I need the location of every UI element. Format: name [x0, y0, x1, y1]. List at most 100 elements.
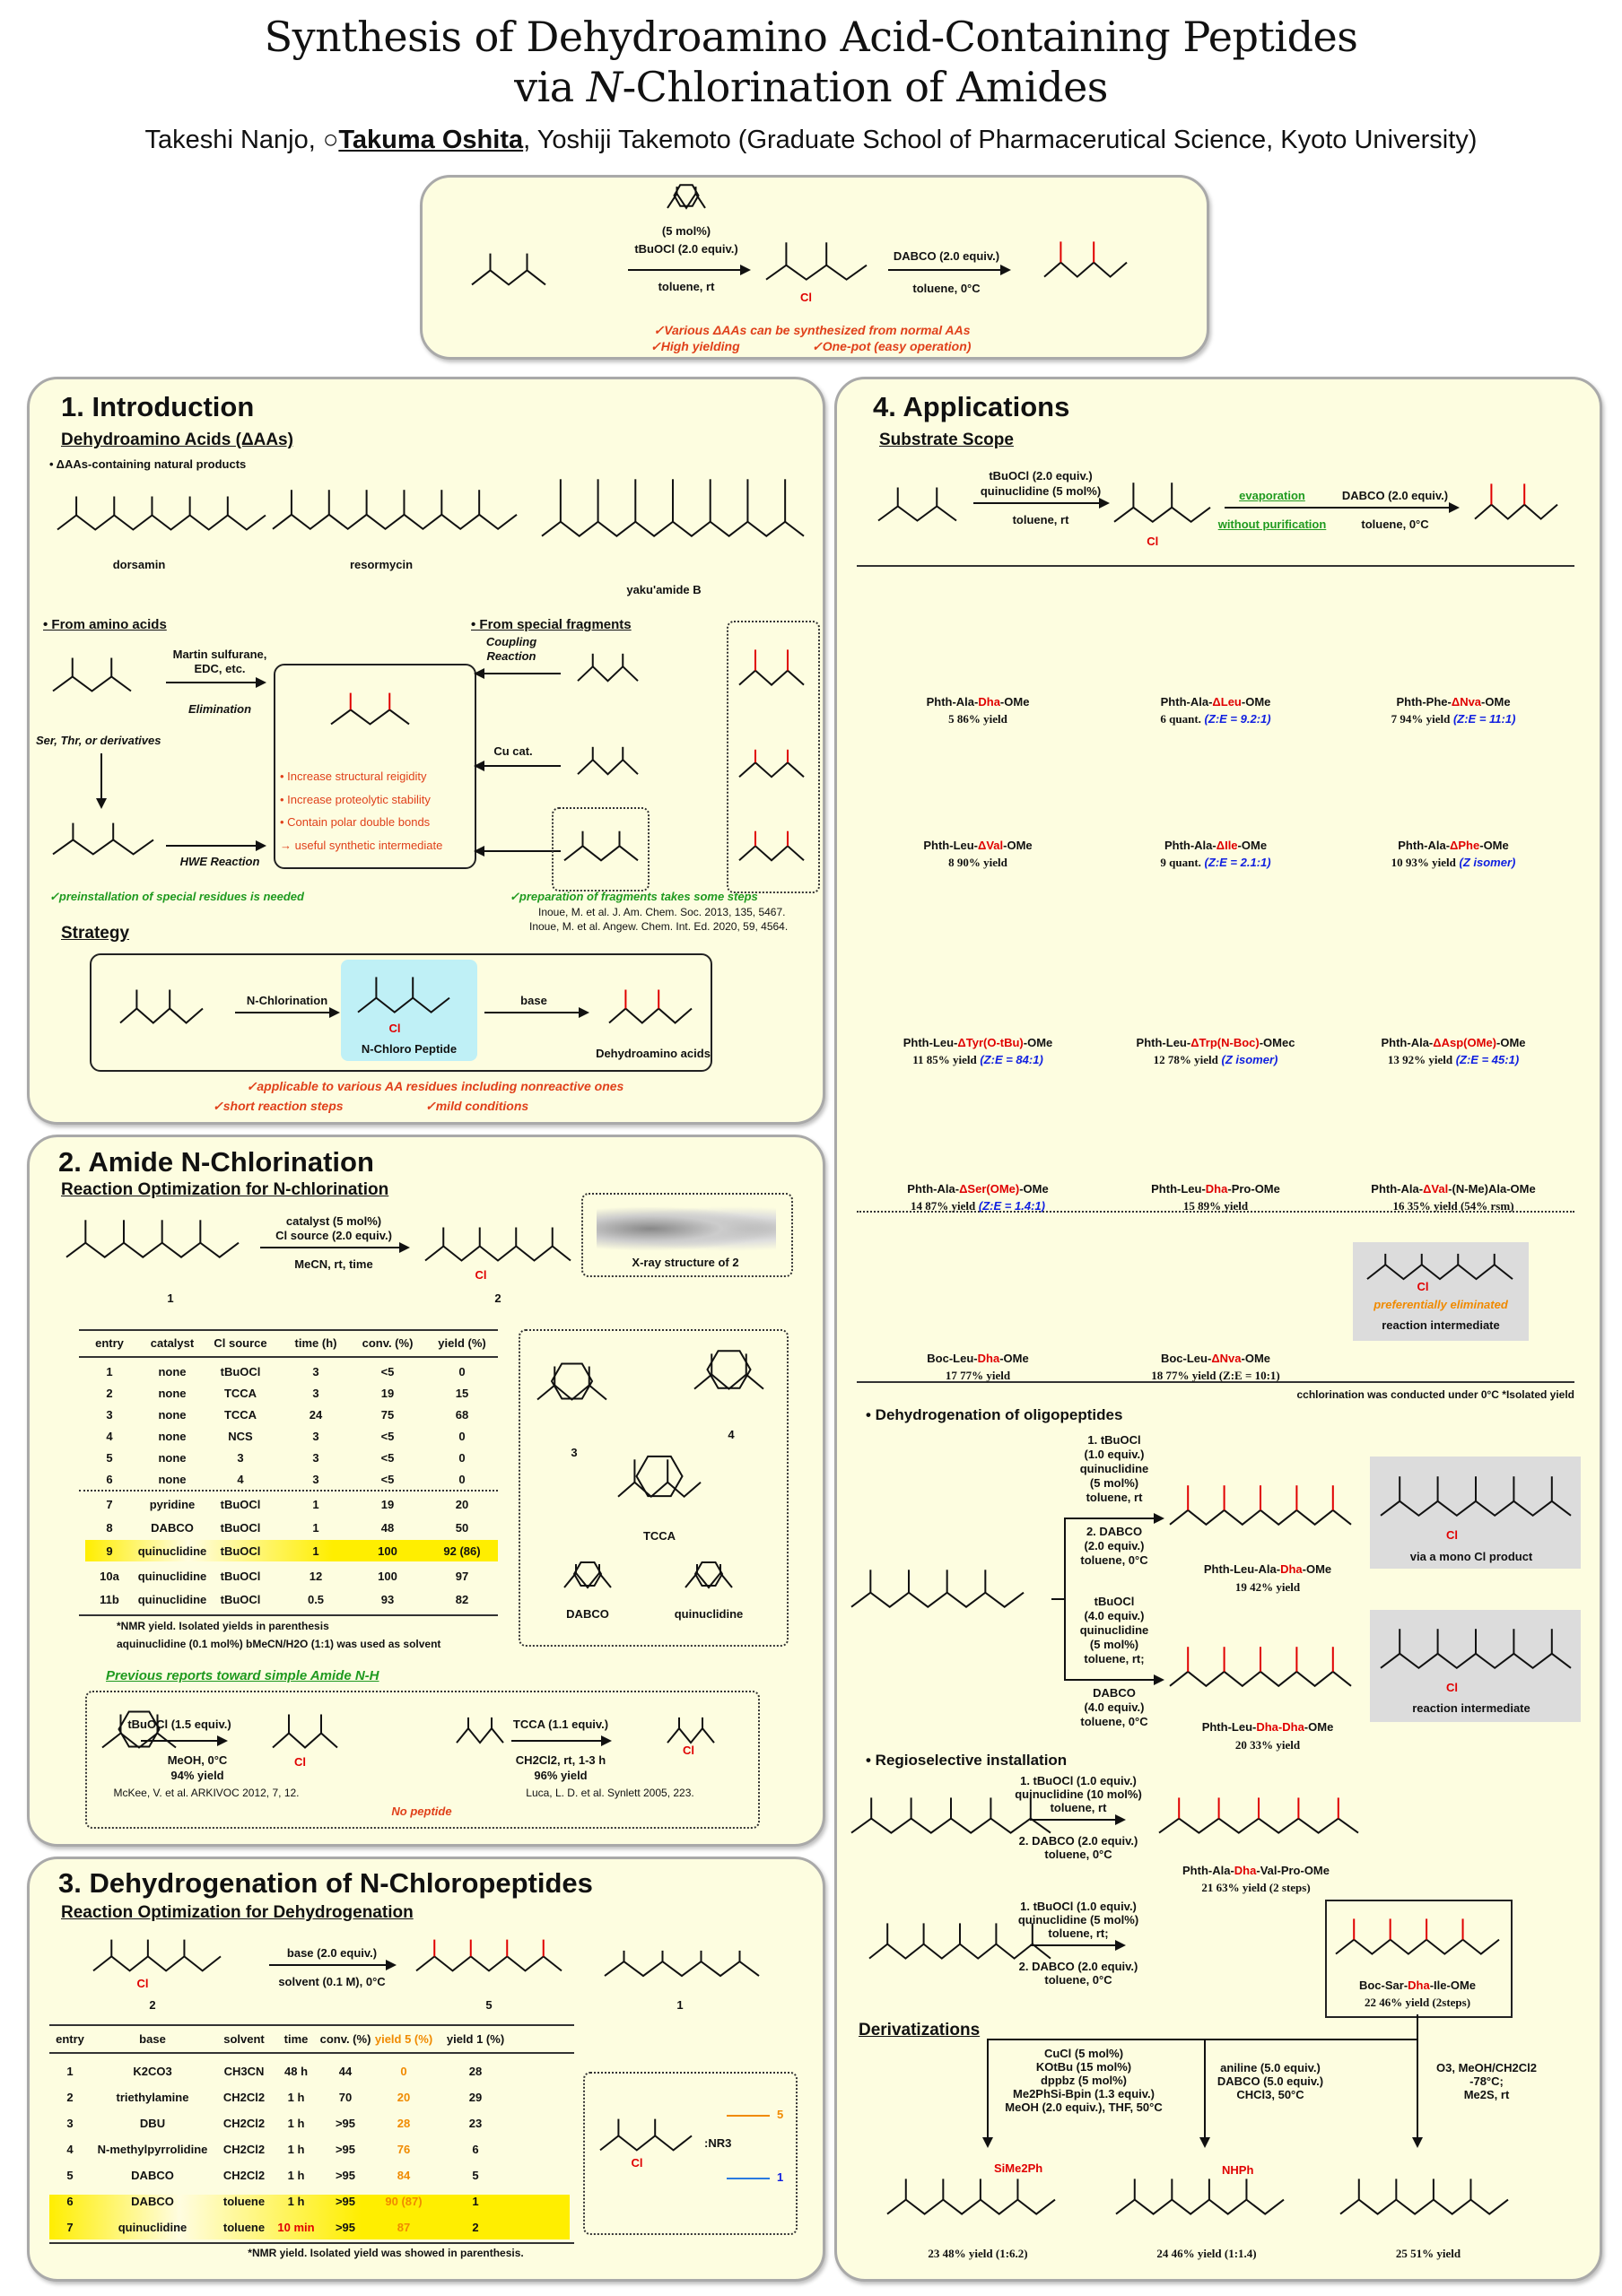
compound-yield: 25 51% yield	[1395, 2247, 1461, 2260]
condition-line: toluene, 0°C	[1080, 1715, 1148, 1728]
condition-line: toluene, 0°C	[1080, 1553, 1148, 1567]
table-cell: tBuOCl	[220, 1498, 261, 1511]
table-cell: 28	[468, 2065, 483, 2078]
column-header: yield (%)	[438, 1336, 486, 1350]
table-row-entry: 3	[106, 1408, 113, 1422]
name-part: -OMe	[999, 1352, 1029, 1365]
table-cell: none	[158, 1451, 187, 1465]
fragment-structure	[736, 740, 807, 798]
name-part: -Pro-OMe	[1227, 1182, 1280, 1196]
dehydroamino-structure	[606, 978, 695, 1049]
compound-yield: 17 77% yield	[946, 1369, 1010, 1383]
condition-line: CuCl (5 mol%)	[1043, 2047, 1124, 2060]
compound-yield: 22 46% yield (2steps)	[1364, 1996, 1471, 2009]
name-part: -OMe	[1479, 839, 1509, 852]
product-23-structure	[884, 2166, 1059, 2242]
reagent-text: (5 mol%)	[661, 224, 711, 238]
compound-22-name: Boc-Sar-Dha-Ile-OMe	[1358, 1979, 1477, 1992]
compound-21-name: Phth-Ala-Dha-Val-Pro-OMe	[1182, 1864, 1330, 1877]
compound-name: Phth-Ala-ΔSer(OMe)-OMe	[907, 1182, 1048, 1196]
dhaa-structure	[327, 682, 413, 749]
yield-text: 94% yield	[170, 1769, 224, 1782]
table-cell: 1	[312, 1521, 319, 1535]
oligo-conditions-a: 1. tBuOCl(1.0 equiv.)quinuclidine(5 mol%…	[1080, 1433, 1149, 1568]
table-cell: 28	[397, 2117, 411, 2130]
table-cell: none	[158, 1387, 187, 1400]
table-cell: tBuOCl	[220, 1521, 261, 1535]
substituent-label: SiMe2Ph	[994, 2161, 1043, 2175]
compound-name: Phth-Leu-Dha-Pro-OMe	[1151, 1182, 1280, 1196]
table-row-entry: 6	[66, 2195, 74, 2208]
reaction-arrow	[1199, 2039, 1210, 2148]
table-row-entry: 6	[106, 1473, 113, 1486]
compound-yield: 16 35% yield (54% rsm)	[1392, 1199, 1513, 1213]
reagent-text: base (2.0 equiv.)	[286, 1946, 378, 1960]
table-cell: CH2Cl2	[222, 2117, 266, 2130]
reaction-arrow	[511, 1735, 612, 1746]
table-cell: 1	[312, 1498, 319, 1511]
reagent-text: EDC, etc.	[194, 662, 246, 675]
isomer-ratio: (Z:E = 84:1)	[980, 1053, 1043, 1066]
section-title: 2. Amide N-Chlorination	[58, 1146, 374, 1178]
reaction-arrow	[628, 265, 751, 275]
name-part: Phth-Ala-	[907, 1182, 960, 1196]
section-subtitle: Strategy	[61, 924, 130, 943]
condition-line: O3, MeOH/CH2Cl2	[1436, 2061, 1537, 2074]
yield-text: 18 77% yield (Z:E = 10:1)	[1151, 1369, 1280, 1382]
modified-residue: ΔNva	[1451, 695, 1482, 709]
condition-line: 1. tBuOCl (1.0 equiv.)	[1020, 1774, 1137, 1787]
phosphonate-structure	[49, 812, 157, 879]
table-footnote: aquinuclidine (0.1 mol%) bMeCN/H2O (1:1)…	[117, 1638, 441, 1650]
compound-label: TCCA	[642, 1529, 676, 1543]
table-row-entry: 11b	[100, 1593, 119, 1606]
table-cell: 1 h	[287, 2117, 305, 2130]
highlight-point: ✓applicable to various AA residues inclu…	[246, 1079, 624, 1093]
modified-residue: ΔLeu	[1212, 695, 1242, 709]
name-part: Phth-Leu-	[1151, 1182, 1206, 1196]
table-cell: 92 (86)	[443, 1544, 481, 1558]
divider	[857, 565, 1574, 567]
table-cell: 6	[472, 2143, 479, 2156]
name-part: Phth-Ala-	[1371, 1182, 1424, 1196]
dhaa-structure	[1471, 471, 1561, 547]
branch-line	[1417, 2014, 1418, 2039]
table-cell: CH2Cl2	[222, 2143, 266, 2156]
table-cell: 19	[380, 1498, 395, 1511]
table-rule	[49, 2052, 574, 2054]
table-cell: 0.5	[307, 1593, 325, 1606]
derivatization-conditions-a: CuCl (5 mol%)KOtBu (15 mol%)dppbz (5 mol…	[1005, 2047, 1162, 2114]
section-subtitle: Derivatizations	[859, 2021, 981, 2039]
yield-text: 15 89% yield	[1182, 1199, 1249, 1213]
feature-item: → useful synthetic intermediate	[280, 838, 443, 852]
fragment-structure	[736, 637, 807, 713]
note: ✓preinstallation of special residues is …	[49, 890, 304, 903]
condition-line: (5 mol%)	[1089, 1638, 1139, 1651]
table-row-entry: 1	[106, 1365, 113, 1378]
isoxazole-amide-structure	[99, 1702, 179, 1774]
table-cell: DABCO	[151, 1521, 194, 1535]
cl-source-4-structure	[691, 1341, 767, 1417]
condition-text: toluene, rt	[658, 280, 715, 293]
resormycin-structure	[269, 475, 520, 561]
caption: Dehydroamino acids	[596, 1047, 711, 1060]
optimal-row-highlight	[85, 1540, 498, 1561]
section-subtitle: Dehydroamino Acids (ΔAAs)	[61, 430, 293, 449]
reaction-arrow	[269, 1960, 397, 1970]
compound-name: Phth-Leu-ΔTyr(O-tBu)-OMe	[903, 1036, 1053, 1049]
n-chloro-amide-structure: Cl	[664, 1709, 718, 1762]
condition-line: (4.0 equiv.)	[1084, 1700, 1145, 1714]
table-cell: N-methylpyrrolidine	[97, 2143, 208, 2156]
table-cell: 1 h	[287, 2143, 305, 2156]
condition-line: quinuclidine (10 mol%)	[1015, 1787, 1142, 1801]
table-rule	[49, 2024, 574, 2026]
fragment-structure	[736, 821, 807, 883]
regio-conditions-b: 1. tBuOCl (1.0 equiv.)quinuclidine (5 mo…	[1018, 1900, 1138, 1987]
svg-text:Cl: Cl	[1417, 1280, 1429, 1293]
table-cell: TCCA	[223, 1408, 257, 1422]
table-cell: 5	[472, 2169, 479, 2182]
highlight-point: ✓Various ΔAAs can be synthesized from no…	[653, 323, 971, 337]
product-21-structure	[1155, 1785, 1362, 1861]
caption: Reaction	[486, 649, 536, 663]
subheading: • Dehydrogenation of oligopeptides	[866, 1406, 1123, 1423]
reagent-text: Cu cat.	[493, 744, 533, 758]
